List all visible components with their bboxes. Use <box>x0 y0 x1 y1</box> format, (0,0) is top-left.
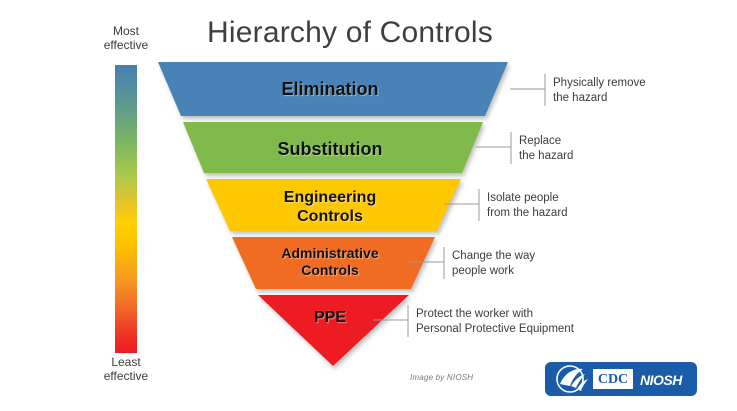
annotation-elimination-line1: Physically remove <box>553 77 646 89</box>
band-label-engineering-controls: Engineering Controls <box>200 188 460 226</box>
band-label-elimination: Elimination <box>190 79 470 99</box>
image-credit: Image by NIOSH <box>410 373 474 382</box>
annotation-ppe-line1: Protect the worker with <box>416 308 533 320</box>
band-label-engineering-line2: Controls <box>297 208 363 225</box>
scale-most-line2: effective <box>103 38 149 52</box>
cdc-niosh-logo[interactable]: CDC NIOSH <box>545 362 697 396</box>
scale-most-effective-label: Most effective <box>83 24 169 52</box>
band-label-ppe: PPE <box>255 309 405 327</box>
annotation-substitution-line1: Replace <box>519 135 562 147</box>
annotation-ppe-line2: Personal Protective Equipment <box>416 323 574 335</box>
cdc-badge-background <box>593 369 633 389</box>
band-label-administrative-controls: Administrative Controls <box>215 245 445 279</box>
annotation-ppe: Protect the worker with Personal Protect… <box>416 307 574 337</box>
cdc-wordmark: CDC <box>598 372 628 387</box>
scale-least-line1: Least <box>111 355 141 369</box>
annotation-administrative-line1: Change the way <box>452 250 536 262</box>
annotation-elimination-line2: the hazard <box>553 92 608 104</box>
annotation-administrative-controls: Change the way people work <box>452 249 535 279</box>
annotation-administrative-line2: people work <box>452 265 515 277</box>
scale-least-effective-label: Least effective <box>83 355 169 383</box>
scale-least-line2: effective <box>103 369 149 383</box>
annotation-engineering-line2: from the hazard <box>487 207 568 219</box>
annotation-elimination: Physically remove the hazard <box>553 76 646 106</box>
band-label-engineering-line1: Engineering <box>283 189 377 206</box>
hhs-eagle-icon <box>556 365 588 393</box>
page-title: Hierarchy of Controls <box>207 16 493 49</box>
annotation-substitution: Replace the hazard <box>519 134 573 164</box>
scale-most-line1: Most <box>112 24 139 38</box>
band-label-administrative-line1: Administrative <box>281 245 379 261</box>
niosh-wordmark: NIOSH <box>640 372 683 388</box>
annotation-engineering-line1: Isolate people <box>487 192 559 204</box>
funnel-band-ppe <box>258 295 409 366</box>
band-label-substitution-line1: Substitution <box>277 139 383 159</box>
band-label-administrative-line2: Controls <box>301 262 359 278</box>
band-label-elimination-line1: Elimination <box>281 79 379 99</box>
annotation-engineering-controls: Isolate people from the hazard <box>487 191 568 221</box>
effectiveness-gradient-bar <box>115 65 137 353</box>
annotation-substitution-line2: the hazard <box>519 150 574 162</box>
band-label-ppe-line1: PPE <box>313 309 346 326</box>
band-label-substitution: Substitution <box>190 139 470 159</box>
